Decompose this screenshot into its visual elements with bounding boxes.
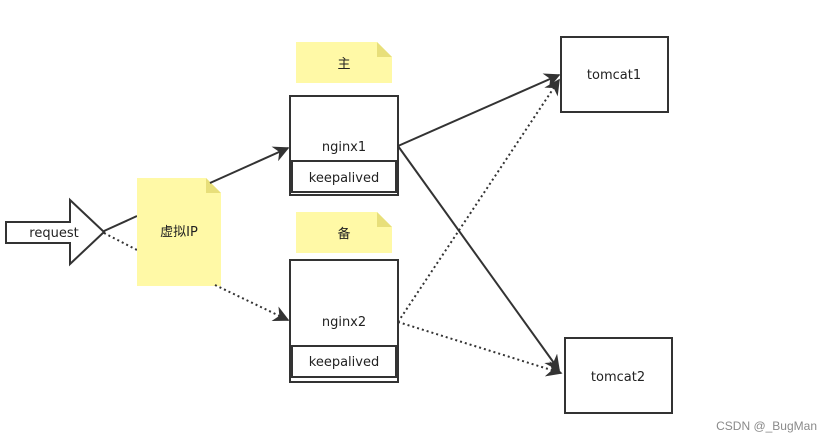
vip-label: 虚拟IP	[160, 225, 198, 240]
nginx2-label: nginx2	[322, 315, 366, 330]
request-to-vip-solid-line	[104, 216, 137, 231]
nginx1-node: nginx1 keepalived	[290, 96, 398, 195]
nginx2-keepalived-label: keepalived	[309, 355, 379, 370]
nginx1-to-tomcat1-arrow	[398, 75, 559, 146]
nginx2-to-tomcat2-arrow	[398, 322, 561, 373]
nginx1-label: nginx1	[322, 140, 366, 155]
watermark: CSDN @_BugMan	[716, 419, 817, 433]
tomcat2-node: tomcat2	[565, 338, 672, 413]
tomcat1-node: tomcat1	[561, 37, 668, 112]
nginx1-to-tomcat2-arrow	[398, 146, 559, 370]
master-note-label: 主	[337, 57, 350, 72]
master-note: 主	[296, 42, 392, 83]
nginx2-node: nginx2 keepalived	[290, 260, 398, 382]
nginx2-to-tomcat1-arrow	[398, 80, 559, 322]
backup-note-label: 备	[337, 226, 350, 242]
backup-note: 备	[296, 212, 392, 253]
request-arrow: request	[6, 200, 104, 264]
tomcat1-label: tomcat1	[587, 68, 641, 83]
request-to-vip-dotted-line	[104, 233, 137, 250]
request-label: request	[29, 226, 78, 241]
vip-to-nginx2-arrow	[215, 285, 288, 320]
vip-note: 虚拟IP	[137, 178, 221, 286]
vip-to-nginx1-arrow	[210, 148, 288, 183]
nginx1-keepalived-label: keepalived	[309, 171, 379, 186]
tomcat2-label: tomcat2	[591, 370, 645, 385]
